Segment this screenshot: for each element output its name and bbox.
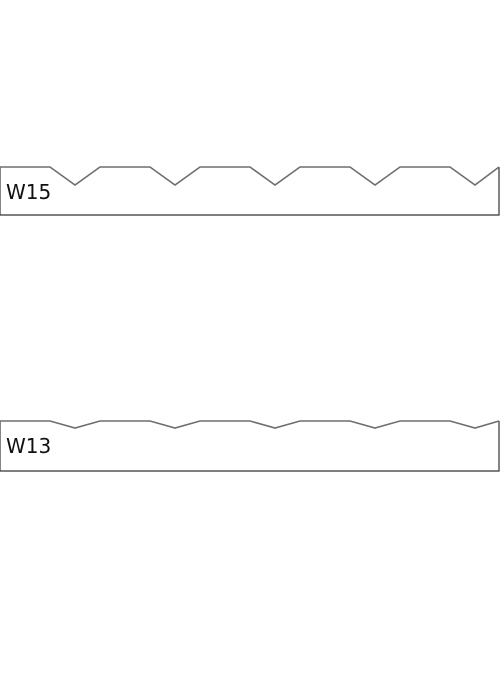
profile-w15-top-edge (0, 166, 500, 186)
profile-w15-body-outline (0, 167, 500, 216)
profile-w13: W13 (0, 420, 500, 472)
profile-w15: W15 (0, 166, 500, 216)
profile-w13-label: W13 (6, 434, 51, 458)
profile-w13-body-outline (0, 421, 500, 472)
profile-w13-top-edge (0, 420, 500, 429)
profile-w15-label: W15 (6, 180, 51, 204)
